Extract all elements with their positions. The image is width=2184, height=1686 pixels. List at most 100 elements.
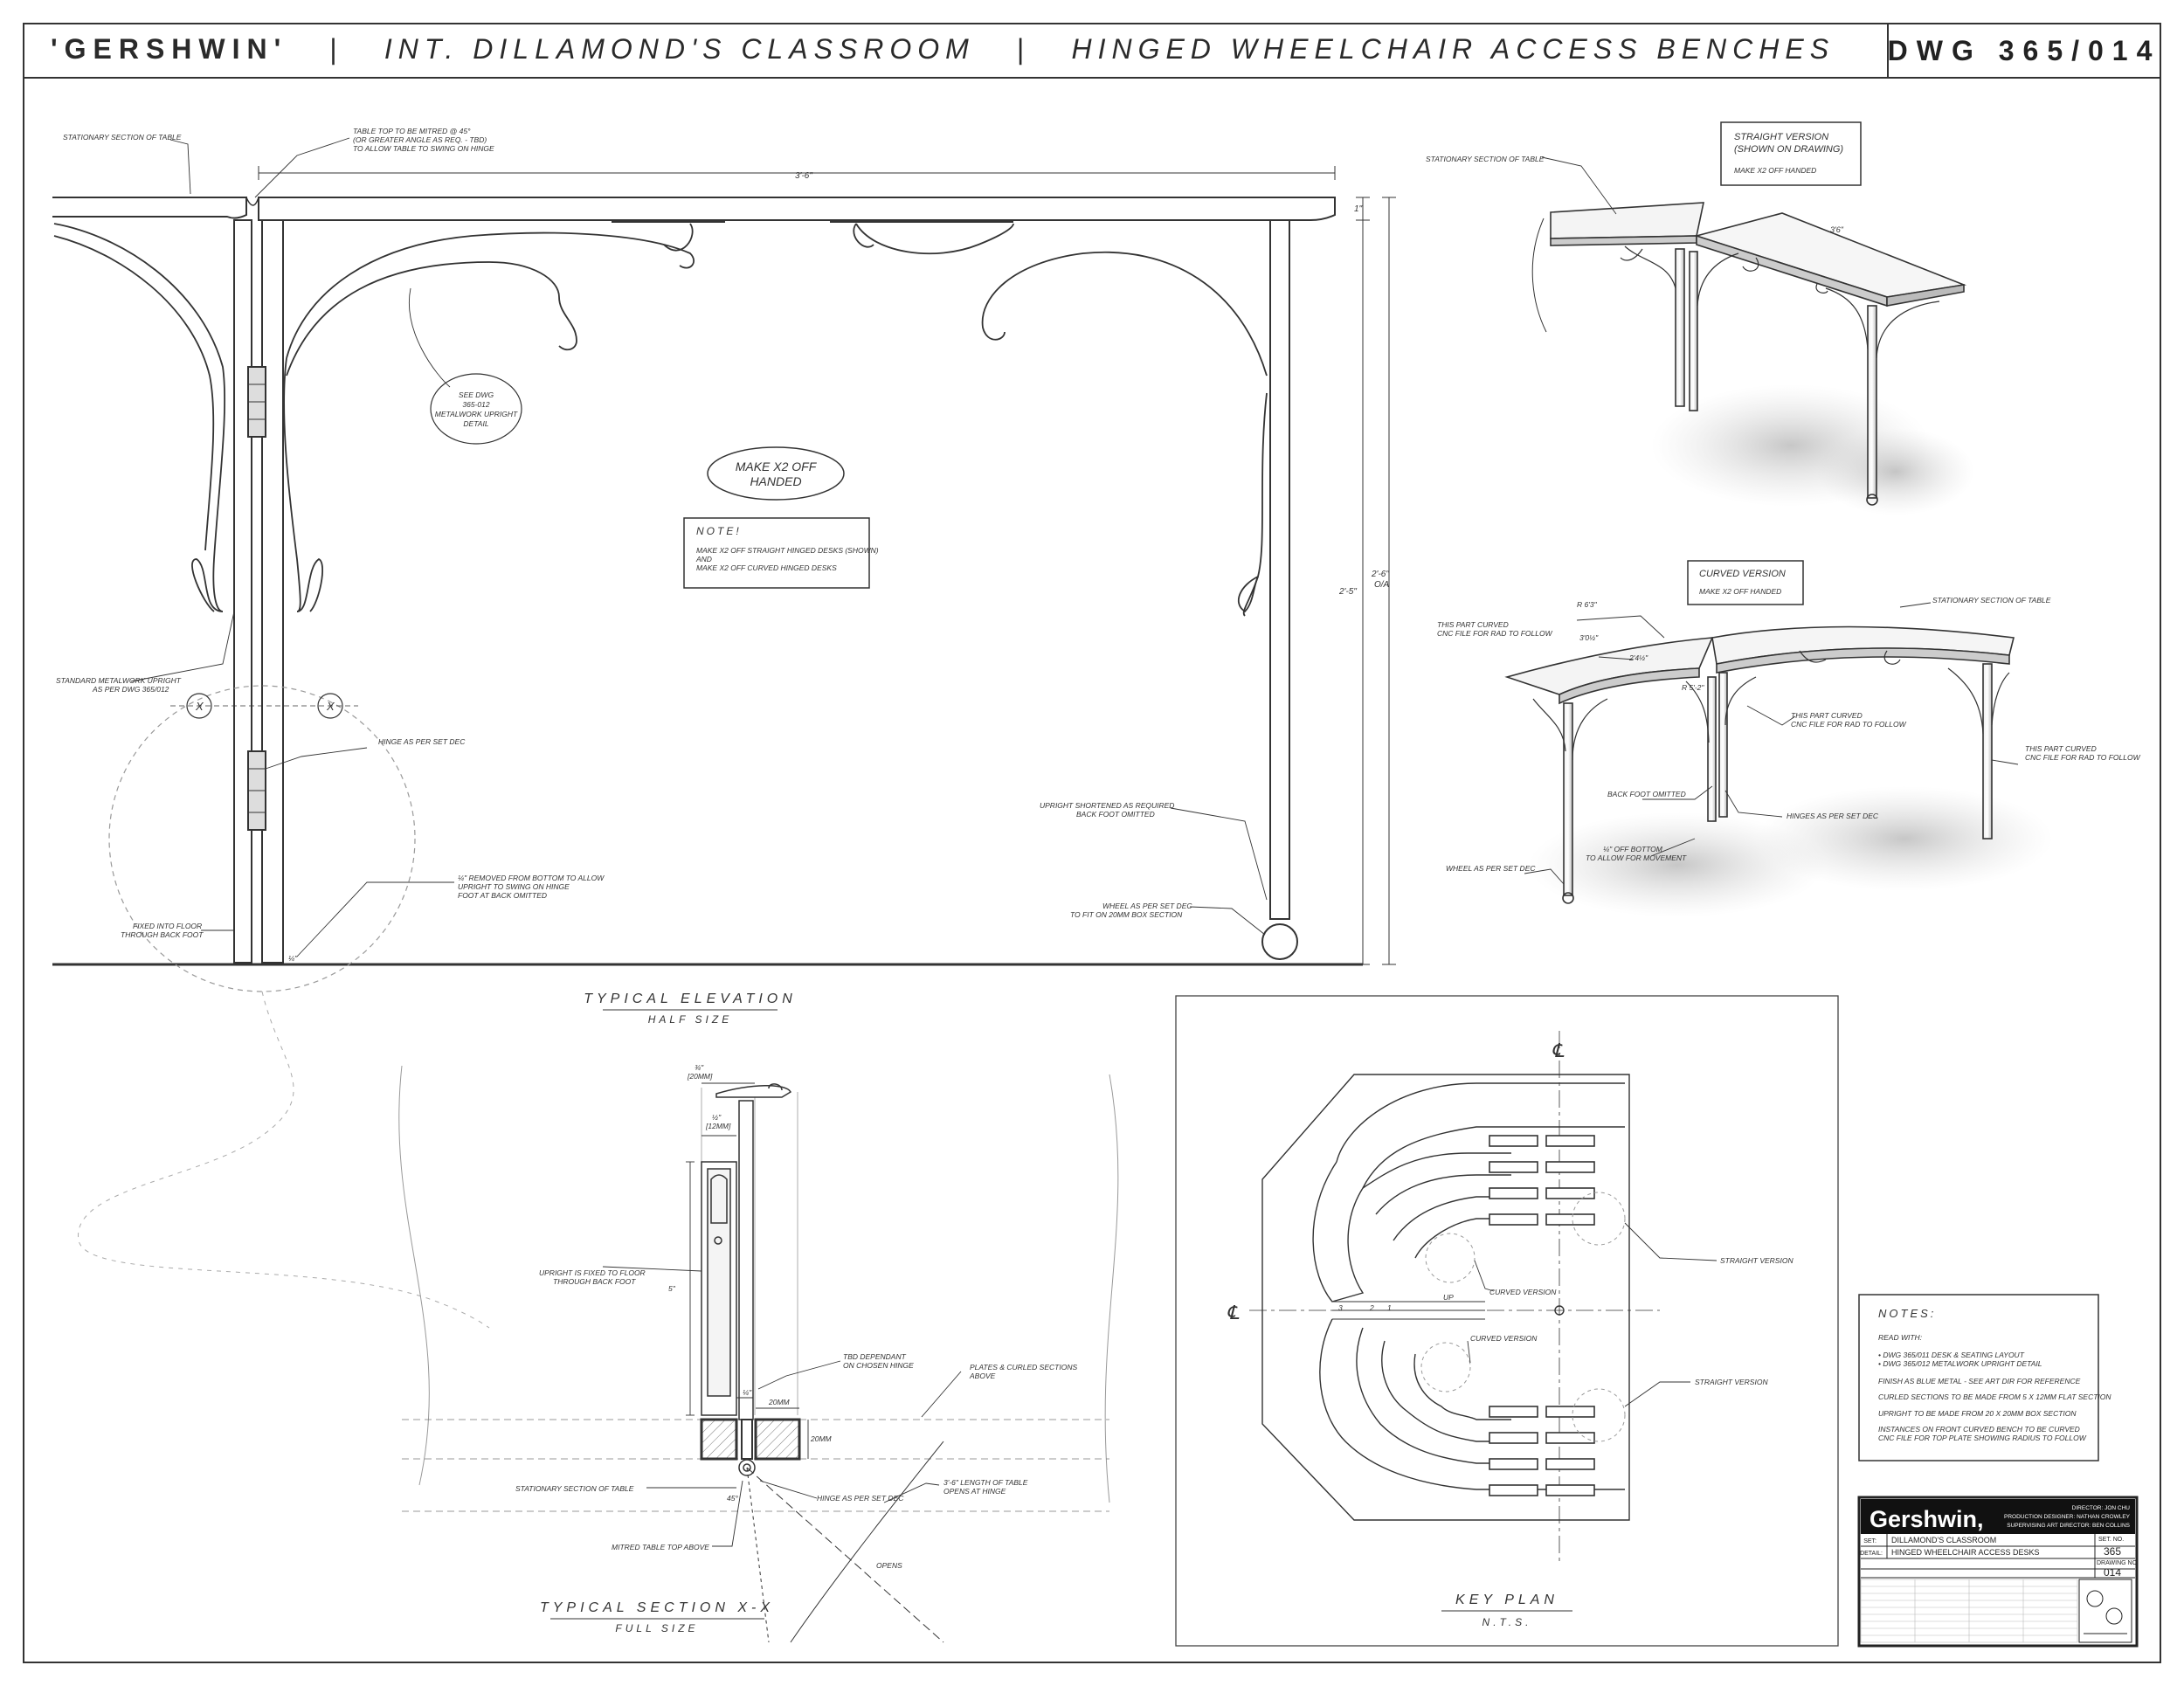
notes-line: • DWG 365/011 DESK & SEATING LAYOUT xyxy=(1878,1351,2025,1359)
typical-elevation xyxy=(52,137,1396,1329)
set-no-label: SET. NO. xyxy=(2098,1537,2124,1543)
sec-dim-height: 5" xyxy=(668,1284,676,1293)
drawing-no: 014 xyxy=(2104,1566,2121,1579)
curved-r1: R 6'3" xyxy=(1577,600,1598,609)
detail-label: DETAIL: xyxy=(1860,1551,1883,1557)
set-label: SET: xyxy=(1863,1538,1876,1544)
sec-dim-mid-2: [12MM] xyxy=(705,1122,731,1130)
dim-top: 1" xyxy=(1354,204,1363,214)
curved-part-label: CNC FILE FOR RAD TO FOLLOW xyxy=(1791,720,1907,729)
straight-version-view: STRAIGHT VERSION (SHOWN ON DRAWING) MAKE… xyxy=(1426,121,1974,515)
elevation-scale: HALF SIZE xyxy=(648,1013,732,1026)
curved-d2: 2'4½" xyxy=(1628,653,1648,662)
section-scale: FULL SIZE xyxy=(615,1622,698,1634)
set-no: 365 xyxy=(2104,1545,2121,1558)
label-see-dwg: SEE DWG xyxy=(459,390,494,399)
drawing-number: DWG 365/014 xyxy=(1887,24,2160,77)
subject-name: HINGED WHEELCHAIR ACCESS BENCHES xyxy=(1071,33,1835,65)
sec-plates-label: PLATES & CURLED SECTIONS xyxy=(970,1363,1077,1372)
sec-dim-20b: 20MM xyxy=(810,1434,833,1443)
credit-line: SUPERVISING ART DIRECTOR: BEN COLLINS xyxy=(2007,1523,2130,1529)
notes-line: CNC FILE FOR TOP PLATE SHOWING RADIUS TO… xyxy=(1878,1434,2087,1442)
kp-step: 1 xyxy=(1387,1303,1392,1312)
kp-curved-label: CURVED VERSION xyxy=(1489,1288,1557,1296)
sec-angle: 45° xyxy=(727,1494,738,1503)
shortened-upright xyxy=(1269,219,1290,920)
detail-name: HINGED WHEELCHAIR ACCESS DESKS xyxy=(1891,1548,2040,1557)
notes-line: READ WITH: xyxy=(1878,1333,1923,1342)
dim-height: 2'-5" xyxy=(1338,587,1357,597)
label-removed: ¼" REMOVED FROM BOTTOM TO ALLOW xyxy=(458,874,605,882)
label-see-dwg: 365-012 xyxy=(462,400,489,409)
scrollwork-left xyxy=(53,223,1268,617)
section-marker-x: X xyxy=(195,700,204,713)
straight-stationary-label: STATIONARY SECTION OF TABLE xyxy=(1426,155,1545,163)
kp-curved-label: CURVED VERSION xyxy=(1470,1334,1538,1343)
curved-off-label: TO ALLOW FOR MOVEMENT xyxy=(1586,853,1687,862)
sec-opens-label: OPENS xyxy=(876,1561,902,1570)
logo-text: Gershwin, xyxy=(1870,1506,1984,1532)
hinged-table-top xyxy=(258,197,1336,221)
note-box xyxy=(683,517,870,589)
sec-tbd-label: TBD DEPENDANT xyxy=(843,1352,907,1361)
title-block: Gershwin, DIRECTOR: JON CHU PRODUCTION D… xyxy=(1857,1496,2139,1648)
wheel xyxy=(1261,923,1298,960)
label-stationary: STATIONARY SECTION OF TABLE xyxy=(63,133,182,142)
straight-dim: 3'6" xyxy=(1830,225,1844,234)
handed-ellipse xyxy=(707,446,845,501)
label-shortened: BACK FOOT OMITTED xyxy=(1076,810,1155,819)
label-fixed: THROUGH BACK FOOT xyxy=(121,930,204,939)
curved-part-label: THIS PART CURVED xyxy=(1791,711,1863,720)
drawing-sheet: 'GERSHWIN' | INT. DILLAMOND'S CLASSROOM … xyxy=(23,23,2161,1663)
curved-wheel: WHEEL AS PER SET DEC xyxy=(1446,864,1536,873)
sec-dim-gap: ¼" xyxy=(743,1388,752,1397)
curved-hinges: HINGES AS PER SET DEC xyxy=(1787,812,1879,820)
label-removed: UPRIGHT TO SWING ON HINGE xyxy=(458,882,570,891)
label-upright: AS PER DWG 365/012 xyxy=(92,685,169,694)
sec-upright-label: THROUGH BACK FOOT xyxy=(553,1277,636,1286)
curved-version-view: CURVED VERSION MAKE X2 OFF HANDED STATIO… xyxy=(1437,560,2141,917)
section-marker-x: X xyxy=(326,700,335,713)
elevation-labels: STATIONARY SECTION OF TABLE TABLE TOP TO… xyxy=(56,127,1390,1026)
note-box-title: NOTE! xyxy=(696,525,742,537)
section-title: TYPICAL SECTION X-X xyxy=(540,1600,774,1615)
kp-straight-label: STRAIGHT VERSION xyxy=(1720,1256,1794,1265)
notes-panel: NOTES: READ WITH: • DWG 365/011 DESK & S… xyxy=(1858,1294,2111,1461)
kp-straight-label: STRAIGHT VERSION xyxy=(1695,1378,1768,1386)
sec-dim-top-2: [20MM] xyxy=(687,1072,713,1081)
dim-width: 3'-6" xyxy=(795,171,812,181)
label-see-dwg: METALWORK UPRIGHT xyxy=(435,410,518,418)
straight-title: (SHOWN ON DRAWING) xyxy=(1734,144,1843,155)
credit-line: DIRECTOR: JON CHU xyxy=(2072,1505,2131,1511)
curved-title: CURVED VERSION xyxy=(1699,569,1786,579)
kp-step: 3 xyxy=(1338,1303,1343,1312)
elevation-dimensions xyxy=(258,166,1396,965)
notes-line: CURLED SECTIONS TO BE MADE FROM 5 X 12MM… xyxy=(1878,1392,2111,1401)
straight-title: STRAIGHT VERSION xyxy=(1734,132,1828,142)
label-upright: STANDARD METALWORK UPRIGHT xyxy=(56,676,182,685)
curved-back-foot: BACK FOOT OMITTED xyxy=(1607,790,1686,798)
notes-line: UPRIGHT TO BE MADE FROM 20 X 20MM BOX SE… xyxy=(1878,1409,2077,1418)
centerline-symbol: ℄ xyxy=(1227,1302,1240,1323)
sec-upright-label: UPRIGHT IS FIXED TO FLOOR xyxy=(539,1268,646,1277)
curved-part-label: THIS PART CURVED xyxy=(2025,744,2097,753)
notes-title: NOTES: xyxy=(1878,1307,1936,1320)
detail-callout xyxy=(430,373,522,445)
label-removed: FOOT AT BACK OMITTED xyxy=(458,891,547,900)
title-separator: | xyxy=(328,33,343,65)
sec-hinge-label: HINGE AS PER SET DEC xyxy=(817,1494,904,1503)
drawing-no-label: DRAWING NO. xyxy=(2097,1560,2139,1566)
sec-dim-mid-1: ½" xyxy=(712,1113,722,1122)
centerline-symbol: ℄ xyxy=(1552,1040,1565,1061)
label-handed: MAKE X2 OFF xyxy=(736,460,818,473)
note-box-line: MAKE X2 OFF CURVED HINGED DESKS xyxy=(696,563,837,572)
label-hinge: HINGE AS PER SET DEC xyxy=(378,737,466,746)
curved-r2: R 5'-2" xyxy=(1682,683,1704,692)
curved-stationary-label: STATIONARY SECTION OF TABLE xyxy=(1932,596,2051,605)
drawing-title: 'GERSHWIN' | INT. DILLAMOND'S CLASSROOM … xyxy=(51,33,1835,66)
sec-dim-20a: 20MM xyxy=(768,1398,791,1406)
key-plan: ℄ ℄ CURVED VERSION CURVED VERSION STRAIG… xyxy=(1175,995,1839,1647)
location-name: INT. DILLAMOND'S CLASSROOM xyxy=(384,33,975,65)
curved-part-label: CNC FILE FOR RAD TO FOLLOW xyxy=(2025,753,2141,762)
